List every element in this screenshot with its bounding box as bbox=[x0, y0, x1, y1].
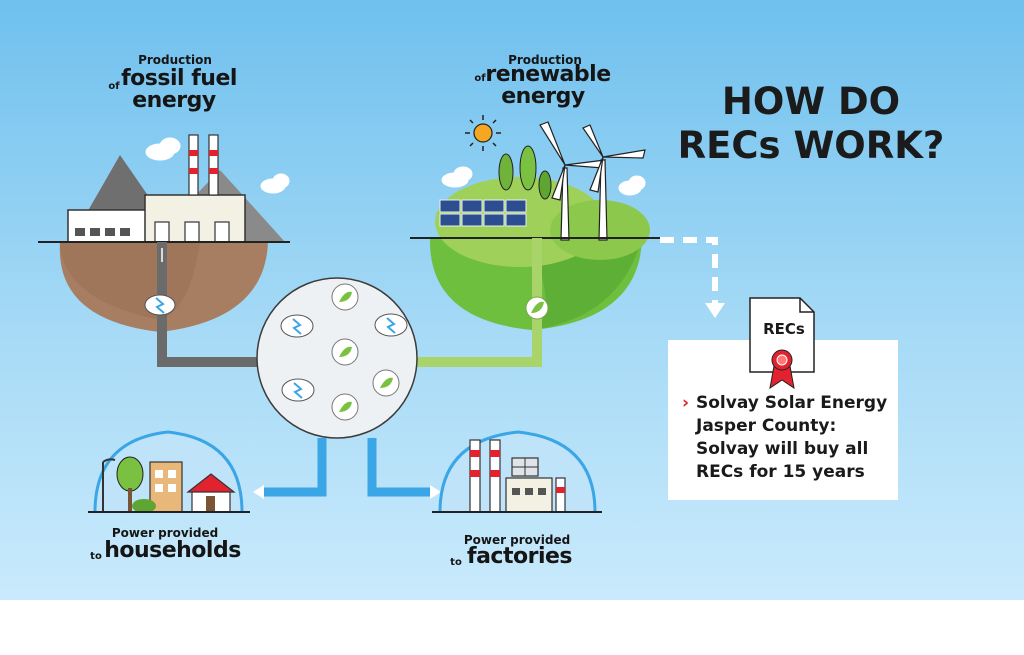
factories-prefix: to bbox=[450, 557, 462, 568]
fossil-flow-line bbox=[157, 242, 272, 367]
households-small-label: Power provided bbox=[111, 526, 219, 540]
certificate-arrow-head bbox=[705, 303, 725, 318]
household-flow-line bbox=[262, 438, 327, 497]
wind-turbine-icon bbox=[539, 121, 646, 241]
renewable-title-line2: energy bbox=[501, 84, 585, 109]
electricity-grid-icon bbox=[256, 277, 418, 439]
factory-flow-line bbox=[367, 438, 432, 497]
house-icon bbox=[88, 430, 250, 513]
footer-whitespace bbox=[0, 600, 1024, 655]
bullet-marker: › bbox=[682, 393, 690, 413]
fossil-prefix: of bbox=[108, 81, 120, 92]
renewable-prefix: of bbox=[474, 73, 486, 84]
page-title: HOW DO RECs WORK? bbox=[677, 80, 945, 167]
infographic-canvas: Production of fossil fuel energy Product… bbox=[0, 0, 1024, 600]
renewable-flow-line bbox=[400, 238, 542, 367]
street-lamp-icon bbox=[102, 458, 116, 512]
renewable-title-line1: renewable bbox=[485, 62, 611, 87]
cloud-lightning-icon bbox=[144, 294, 176, 316]
leaf-icon bbox=[525, 296, 549, 320]
tree-icon bbox=[498, 145, 552, 200]
diagram-artwork bbox=[38, 115, 725, 513]
fossil-title-line1: fossil fuel bbox=[121, 66, 237, 91]
households-prefix: to bbox=[90, 551, 102, 562]
household-flow-arrow bbox=[253, 485, 264, 499]
certificate-label: RECs bbox=[763, 320, 805, 338]
factory-icon bbox=[432, 430, 602, 513]
solar-panel-icon bbox=[439, 199, 527, 227]
factories-small-label: Power provided bbox=[463, 533, 571, 547]
households-title: households bbox=[104, 538, 241, 563]
fossil-title-line2: energy bbox=[132, 88, 216, 113]
cloud-icon bbox=[145, 137, 646, 196]
sun-icon bbox=[465, 115, 501, 151]
factory-flow-arrow bbox=[430, 485, 441, 499]
fossil-small-label: Production bbox=[138, 53, 212, 67]
renewable-small-label: Production bbox=[508, 53, 582, 67]
rec-note-text: Solvay Solar Energy Jasper County: Solva… bbox=[696, 393, 888, 482]
factories-title: factories bbox=[467, 544, 573, 569]
certificate-flow-arrow bbox=[660, 237, 718, 305]
rec-info-card: › Solvay Solar Energy Jasper County: Sol… bbox=[668, 340, 898, 500]
